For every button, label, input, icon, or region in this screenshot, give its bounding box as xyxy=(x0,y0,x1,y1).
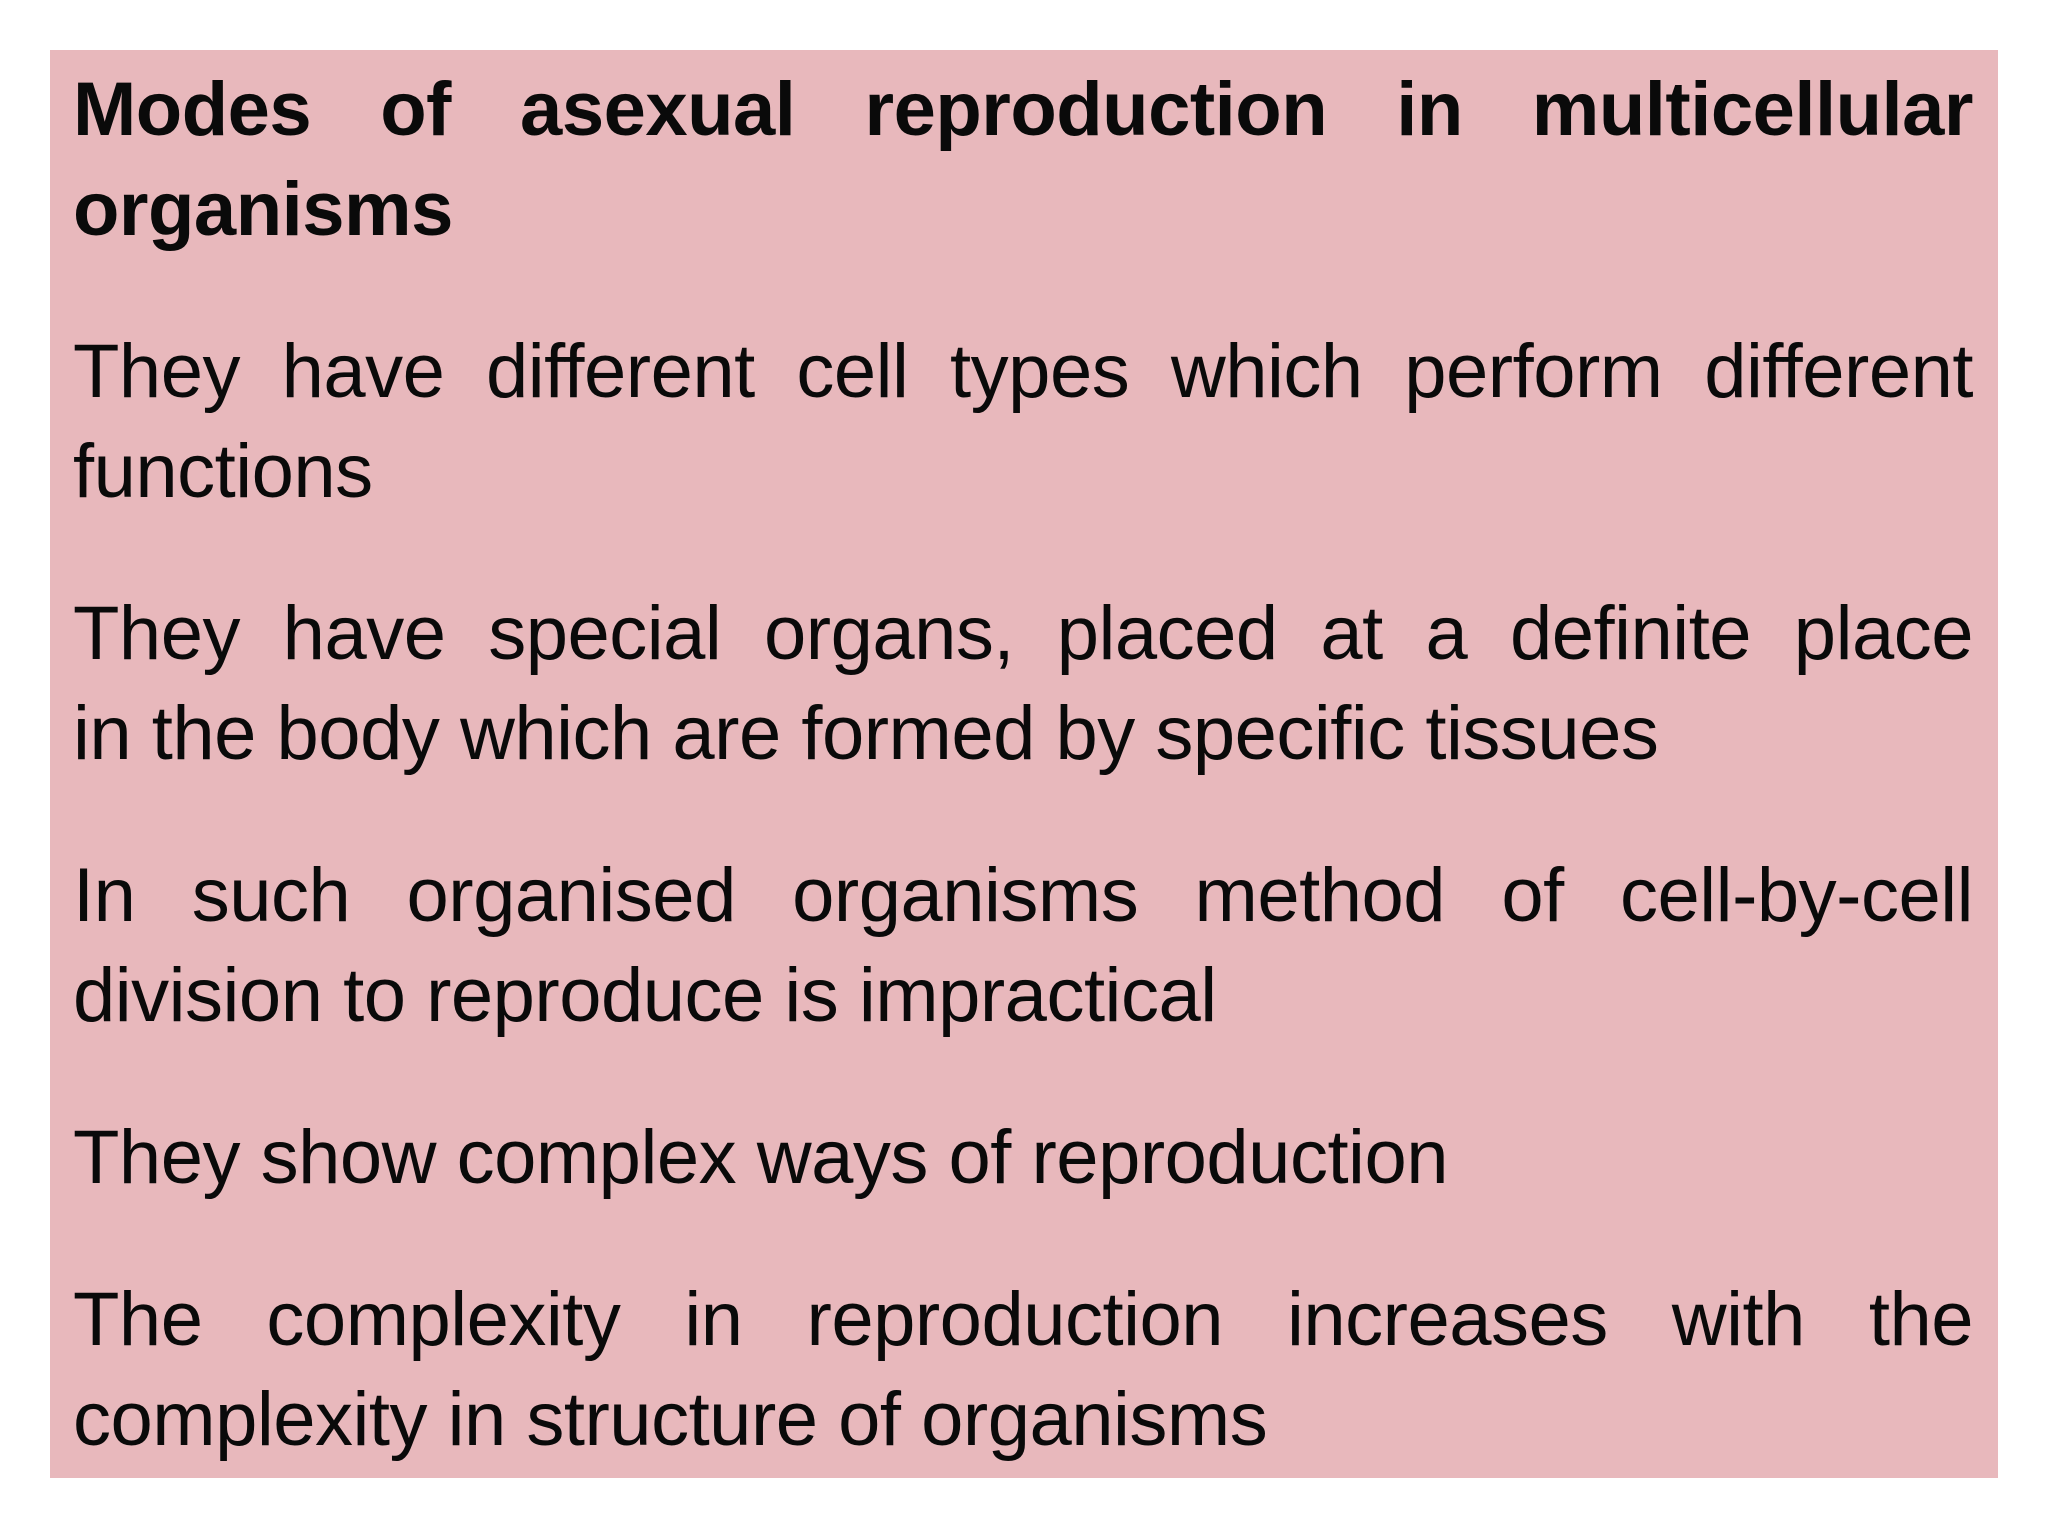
paragraph-line: functions xyxy=(73,429,373,514)
paragraph-line: The complexity in reproduction increases… xyxy=(73,1277,1974,1362)
paragraph-special-organs: They have special organs, placed at a de… xyxy=(73,584,1974,784)
paragraph-line: They have special organs, placed at a de… xyxy=(73,591,1974,676)
slide-title-line-2: organisms xyxy=(73,167,453,252)
paragraph-line: They have different cell types which per… xyxy=(73,329,1974,414)
slide-title-line-1: Modes of asexual reproduction in multice… xyxy=(73,67,1974,152)
paragraph-line: complexity in structure of organisms xyxy=(73,1377,1268,1462)
paragraph-line: They show complex ways of reproduction xyxy=(73,1115,1448,1200)
slide-title: Modes of asexual reproduction in multice… xyxy=(73,60,1974,260)
paragraph-line: division to reproduce is impractical xyxy=(73,953,1217,1038)
paragraph-line: In such organised organisms method of ce… xyxy=(73,853,1974,938)
paragraph-cell-types: They have different cell types which per… xyxy=(73,322,1974,522)
paragraph-cell-by-cell: In such organised organisms method of ce… xyxy=(73,846,1974,1046)
paragraph-complexity: The complexity in reproduction increases… xyxy=(73,1270,1974,1470)
slide-panel: Modes of asexual reproduction in multice… xyxy=(50,50,1998,1478)
paragraph-line: in the body which are formed by specific… xyxy=(73,691,1659,776)
paragraph-complex-ways: They show complex ways of reproduction xyxy=(73,1108,1973,1208)
